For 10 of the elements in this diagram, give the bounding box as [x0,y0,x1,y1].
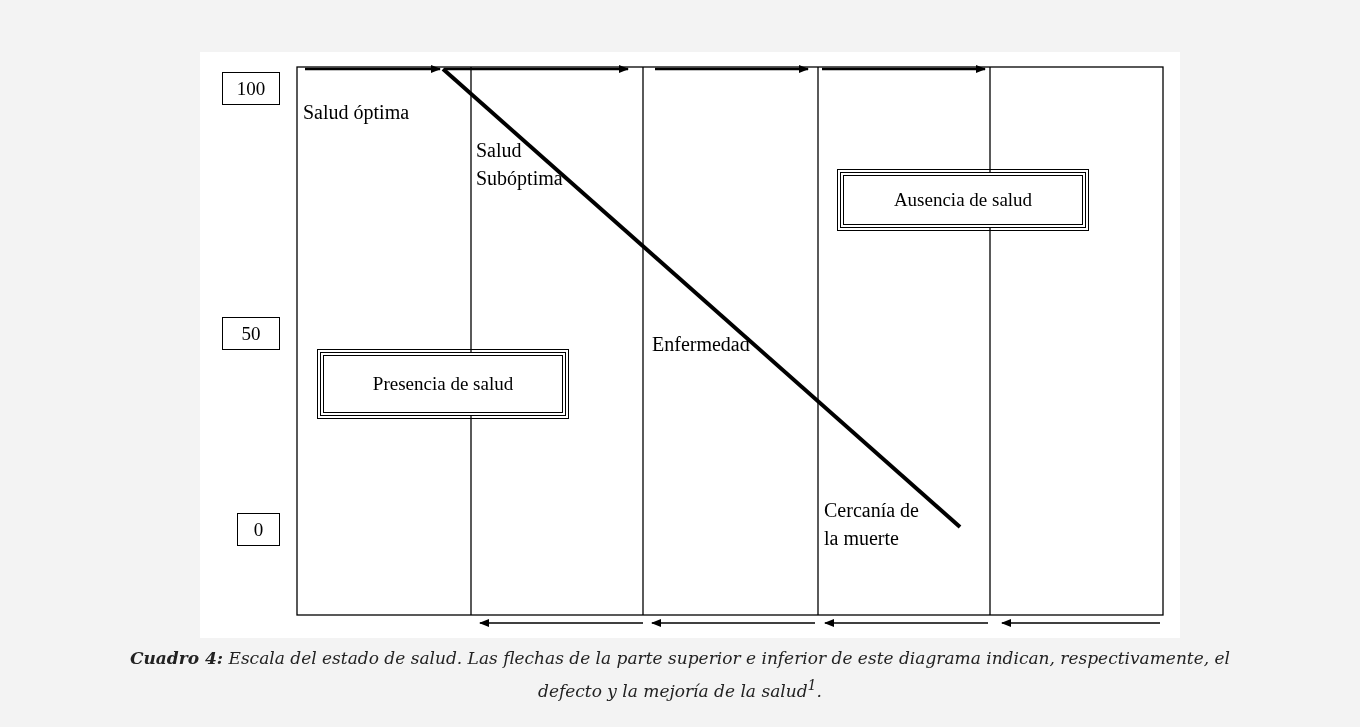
scale-value: 50 [222,317,280,350]
scale-value: 0 [237,513,280,546]
caption: Cuadro 4: Escala del estado de salud. Las flechas de la parte superior e inferior de este diagrama indican, respectivamente, el defecto y la mejoría de la salud$^{1}$. [128,647,1232,703]
zone-label: Salud óptima [303,100,411,126]
zone-label: Enfermedad [652,332,751,357]
zone-label: Cercanía de la muerte [824,498,920,551]
zone-label: Salud Subóptima [476,138,564,192]
scale-value: 100 [222,72,280,105]
category-label: Presencia de salud [320,352,566,416]
category-label: Ausencia de salud [840,172,1086,228]
